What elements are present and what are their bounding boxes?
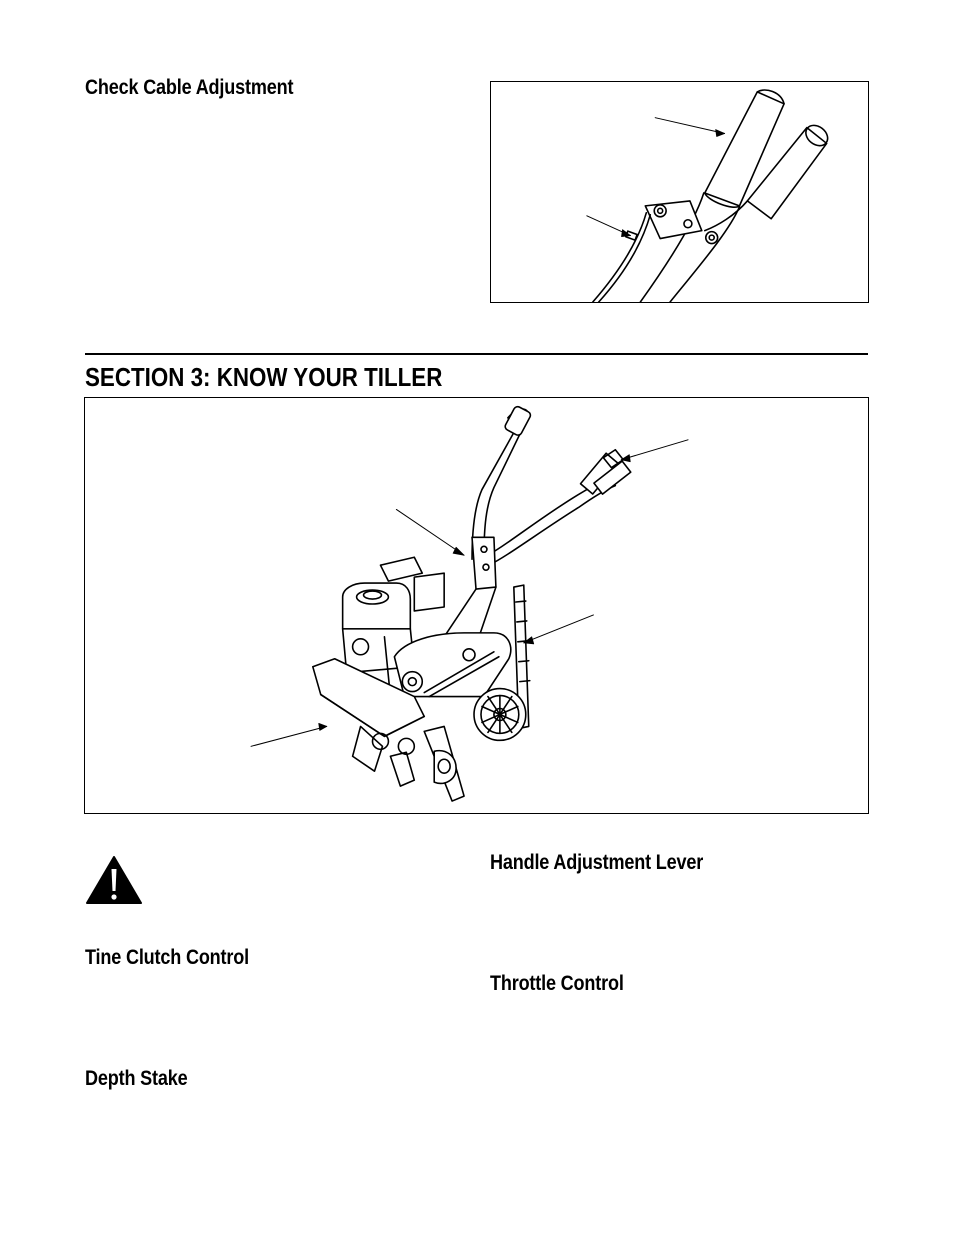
section-divider [85,353,868,355]
handle-adjustment-lever-heading: Handle Adjustment Lever [490,851,704,874]
tiller-illustration [250,405,689,802]
tiller-figure [84,397,869,814]
section-title: SECTION 3: KNOW YOUR TILLER [85,362,443,392]
throttle-control-heading: Throttle Control [490,972,624,995]
warning-triangle-icon [86,856,142,904]
check-cable-adjustment-heading: Check Cable Adjustment [85,76,294,99]
handle-grip-illustration [586,89,829,302]
cable-adjustment-figure [490,81,869,303]
tine-clutch-control-heading: Tine Clutch Control [85,946,249,969]
depth-stake-heading: Depth Stake [85,1067,188,1090]
